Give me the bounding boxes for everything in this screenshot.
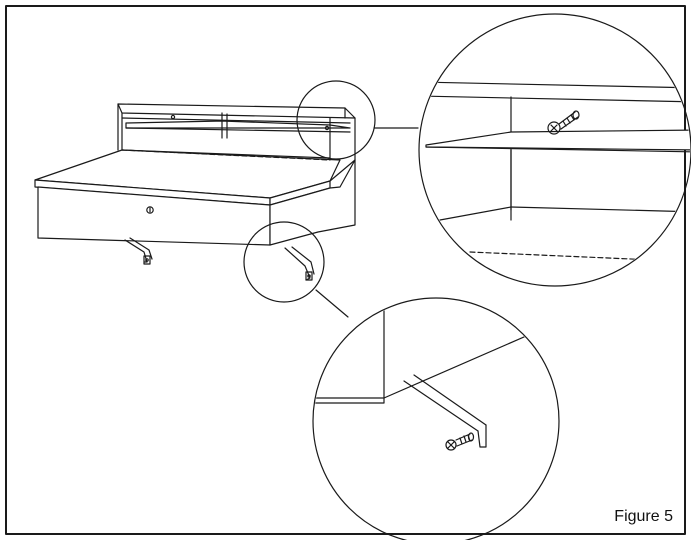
- desk-hutch: [118, 104, 355, 160]
- screw-icon: [548, 111, 579, 134]
- leader-line-bracket: [316, 290, 348, 317]
- callout-circle-hutch: [297, 81, 375, 159]
- screw-icon: [446, 433, 474, 450]
- callout-circle-bracket: [244, 222, 324, 302]
- detail-circle-hutch: [419, 14, 691, 286]
- bracket-icon: [285, 247, 314, 280]
- detail-bracket-screw: [313, 298, 559, 540]
- bracket-icon: [125, 238, 152, 264]
- desk-top: [35, 150, 340, 205]
- keyhole-icon: [147, 207, 153, 213]
- detail-circle-bracket: [313, 298, 559, 540]
- figure-caption: Figure 5: [614, 508, 673, 525]
- detail-hutch-screw: [418, 14, 691, 286]
- figure-border: [6, 6, 685, 534]
- desk: [35, 104, 355, 280]
- desk-cabinet: [38, 160, 355, 245]
